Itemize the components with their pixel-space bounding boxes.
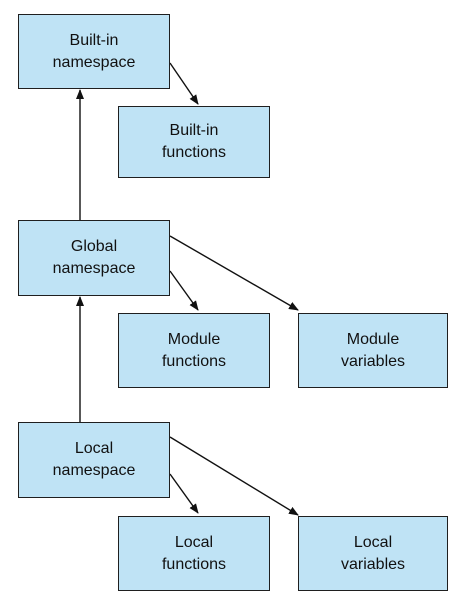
node-label: Local variables: [340, 533, 406, 573]
node-label: Module functions: [161, 330, 227, 370]
node-local-functions: Local functions: [118, 516, 270, 591]
edge-builtin-namespace-to-builtin-functions: [169, 62, 199, 105]
edge-local-namespace-to-local-functions: [169, 473, 199, 514]
node-module-variables: Module variables: [298, 313, 448, 388]
edge-global-namespace-to-module-functions: [169, 270, 199, 311]
node-label: Local functions: [161, 533, 227, 573]
node-label: Module variables: [340, 330, 406, 370]
node-label: Global namespace: [52, 238, 136, 277]
node-label: Built-in functions: [161, 122, 227, 161]
node-label: Local namespace: [52, 440, 136, 479]
node-module-functions: Module functions: [118, 313, 270, 388]
edge-global-namespace-to-module-variables: [169, 235, 299, 311]
edge-local-namespace-to-local-variables: [169, 436, 299, 516]
node-global-namespace: Global namespace: [18, 220, 170, 296]
node-local-variables: Local variables: [298, 516, 448, 591]
node-builtin-functions: Built-in functions: [118, 106, 270, 178]
node-local-namespace: Local namespace: [18, 422, 170, 498]
node-label: Built-in namespace: [52, 31, 136, 71]
node-builtin-namespace: Built-in namespace: [18, 14, 170, 89]
